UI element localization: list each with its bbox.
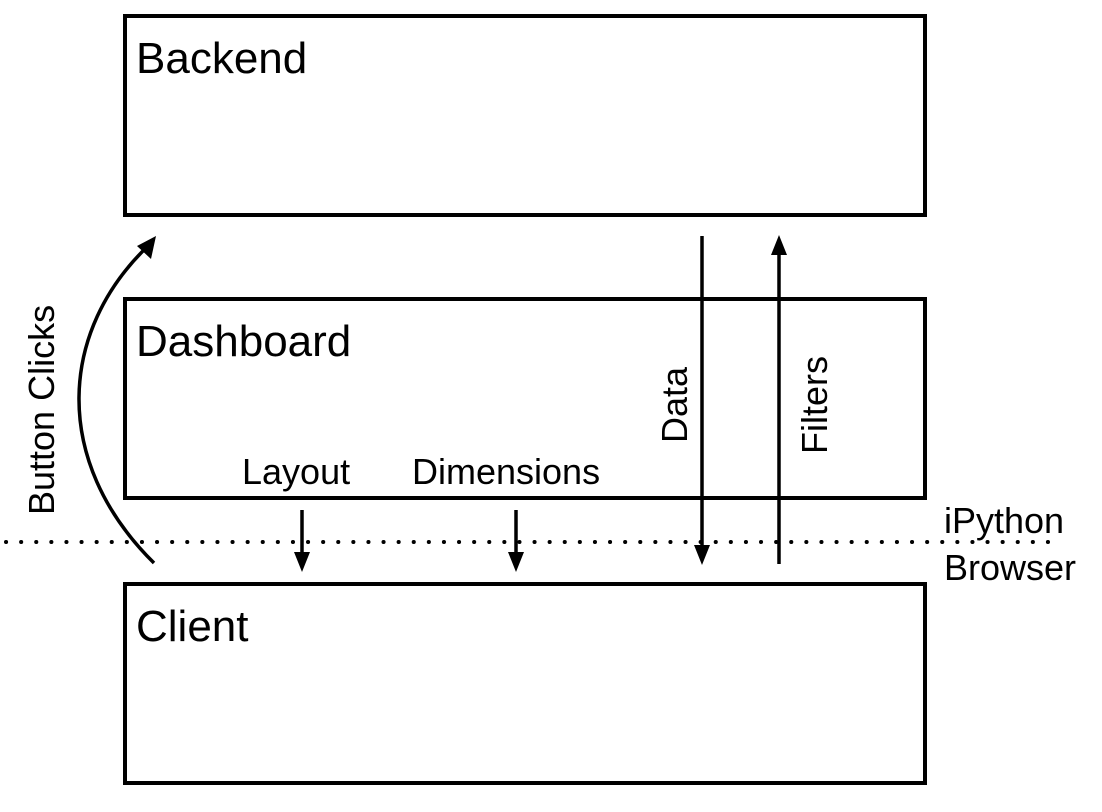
layout-arrowhead bbox=[294, 552, 310, 572]
data-label: Data bbox=[654, 366, 695, 443]
dashboard-title: Dashboard bbox=[136, 317, 351, 366]
backend-box-frame bbox=[123, 14, 927, 217]
button-clicks-flow: Button Clicks bbox=[21, 236, 156, 565]
button-clicks-label: Button Clicks bbox=[21, 305, 62, 515]
filters-label: Filters bbox=[794, 356, 835, 454]
dimensions-arrowhead bbox=[508, 552, 524, 572]
ipython-label: iPython bbox=[944, 500, 1064, 541]
client-box-frame bbox=[123, 582, 927, 785]
dashboard-box-frame bbox=[123, 297, 927, 500]
backend-title: Backend bbox=[136, 34, 307, 83]
button-clicks-arrowhead bbox=[137, 236, 156, 259]
data-arrowhead bbox=[694, 545, 710, 565]
data-flow: Data bbox=[654, 236, 710, 565]
dashboard-box: Dashboard bbox=[123, 297, 927, 500]
filters-arrowhead bbox=[771, 235, 787, 255]
filters-flow: Filters bbox=[771, 235, 835, 564]
client-box: Client bbox=[123, 582, 927, 785]
layout-label: Layout bbox=[242, 451, 350, 492]
client-title: Client bbox=[136, 602, 249, 651]
backend-box: Backend bbox=[123, 14, 927, 217]
dimensions-label: Dimensions bbox=[412, 451, 600, 492]
browser-label: Browser bbox=[944, 547, 1076, 588]
layout-flow: Layout bbox=[242, 451, 350, 572]
button-clicks-arrow-curve bbox=[77, 244, 156, 565]
dimensions-flow: Dimensions bbox=[412, 451, 600, 572]
